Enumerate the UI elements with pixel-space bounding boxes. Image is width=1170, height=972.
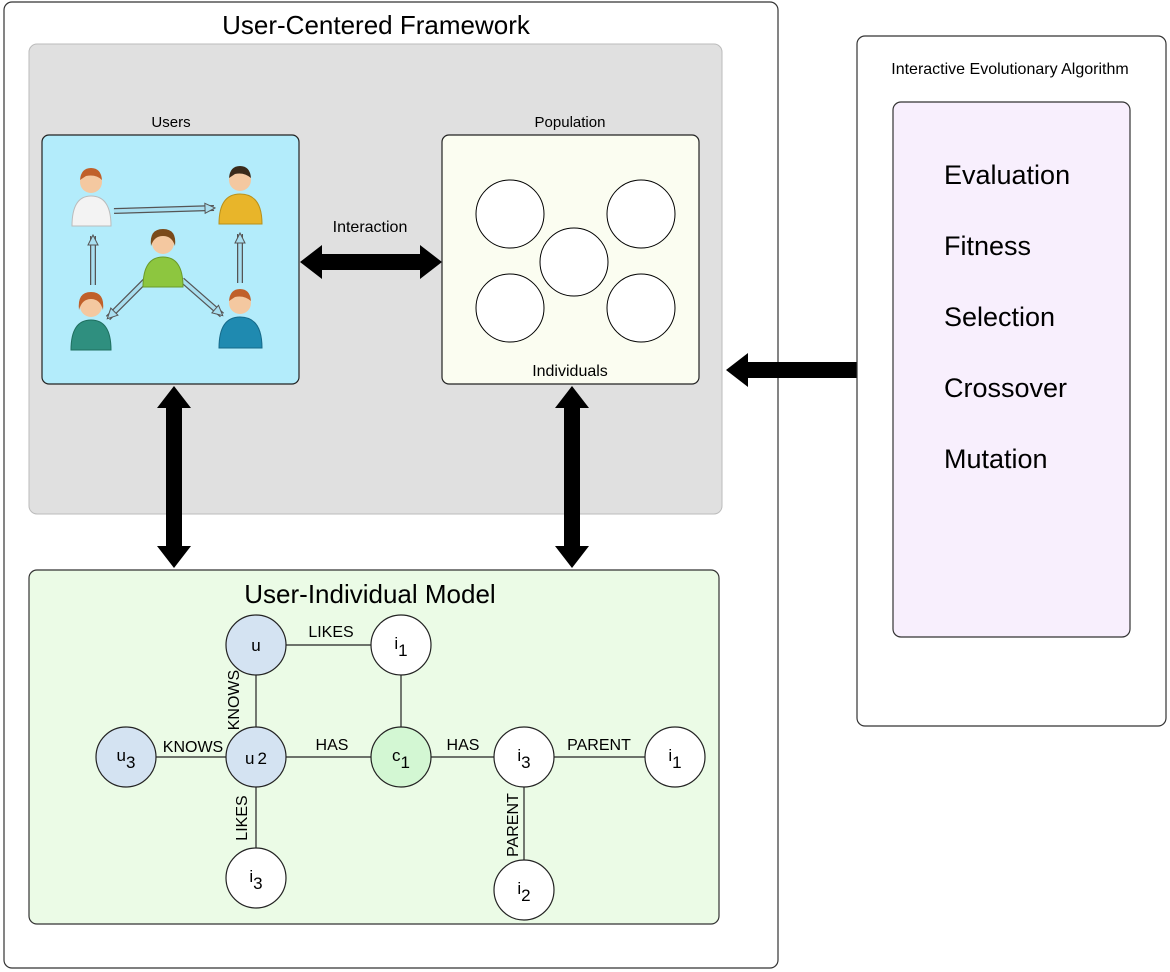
model-title: User-Individual Model: [244, 579, 495, 609]
framework-iea-arrow: [726, 353, 892, 387]
svg-text:i1: i1: [668, 746, 681, 772]
interaction-arrow: [300, 245, 442, 279]
node-i2: i2: [493, 859, 555, 921]
node-u3: u3: [95, 726, 157, 788]
iea-step-mutation: Mutation: [944, 444, 1048, 474]
individual-circle: [475, 273, 545, 343]
node-i1-top: i1: [370, 614, 432, 676]
individual-circle: [539, 227, 609, 297]
node-i3-mid: i3: [493, 726, 555, 788]
iea-step-selection: Selection: [944, 302, 1055, 332]
edge-label-u2-i3: LIKES: [234, 795, 251, 840]
individual-circle: [606, 179, 676, 249]
user-avatar-green: [142, 229, 184, 288]
user-relations: [93, 208, 240, 321]
svg-text:i3: i3: [249, 867, 262, 893]
interaction-label: Interaction: [333, 219, 408, 236]
node-i1-right: i1: [644, 726, 706, 788]
individuals-label: Individuals: [532, 363, 608, 380]
edge-label-u-i1: LIKES: [308, 624, 353, 641]
svg-text:i2: i2: [517, 879, 530, 905]
edge-label-c1-i3: HAS: [447, 737, 480, 754]
iea-step-fitness: Fitness: [944, 231, 1031, 261]
edge-label-i3-i1: PARENT: [567, 737, 631, 754]
users-label: Users: [151, 114, 190, 131]
iea-step-crossover: Crossover: [944, 373, 1067, 403]
user-avatar-blue: [218, 289, 263, 349]
svg-text:i1: i1: [394, 634, 407, 660]
node-u: u: [225, 614, 287, 676]
individual-circle: [475, 179, 545, 249]
user-avatar-yellow: [218, 166, 263, 225]
individual-circle: [606, 273, 676, 343]
node-i3-bottom: i3: [225, 847, 287, 909]
population-label: Population: [535, 114, 606, 131]
population-model-arrow: [555, 386, 589, 568]
framework-title: User-Centered Framework: [222, 10, 531, 40]
iea-step-evaluation: Evaluation: [944, 160, 1070, 190]
iea-title: Interactive Evolutionary Algorithm: [891, 61, 1128, 78]
edge-label-u-u2: KNOWS: [226, 670, 243, 730]
user-avatar-white: [71, 168, 112, 227]
svg-text:i3: i3: [517, 746, 530, 772]
svg-text:u: u: [251, 636, 260, 655]
edge-label-u2-c1: HAS: [316, 737, 349, 754]
user-avatar-teal: [70, 292, 112, 351]
svg-text:u2: u2: [245, 749, 267, 768]
svg-text:u3: u3: [117, 746, 136, 772]
svg-text:c1: c1: [392, 746, 410, 772]
users-model-arrow: [157, 386, 191, 568]
node-c1: c1: [370, 726, 432, 788]
edge-label-i3-i2: PARENT: [505, 793, 522, 857]
edge-label-u3-u2: KNOWS: [163, 739, 223, 756]
iea-steps-box: [892, 101, 1131, 638]
